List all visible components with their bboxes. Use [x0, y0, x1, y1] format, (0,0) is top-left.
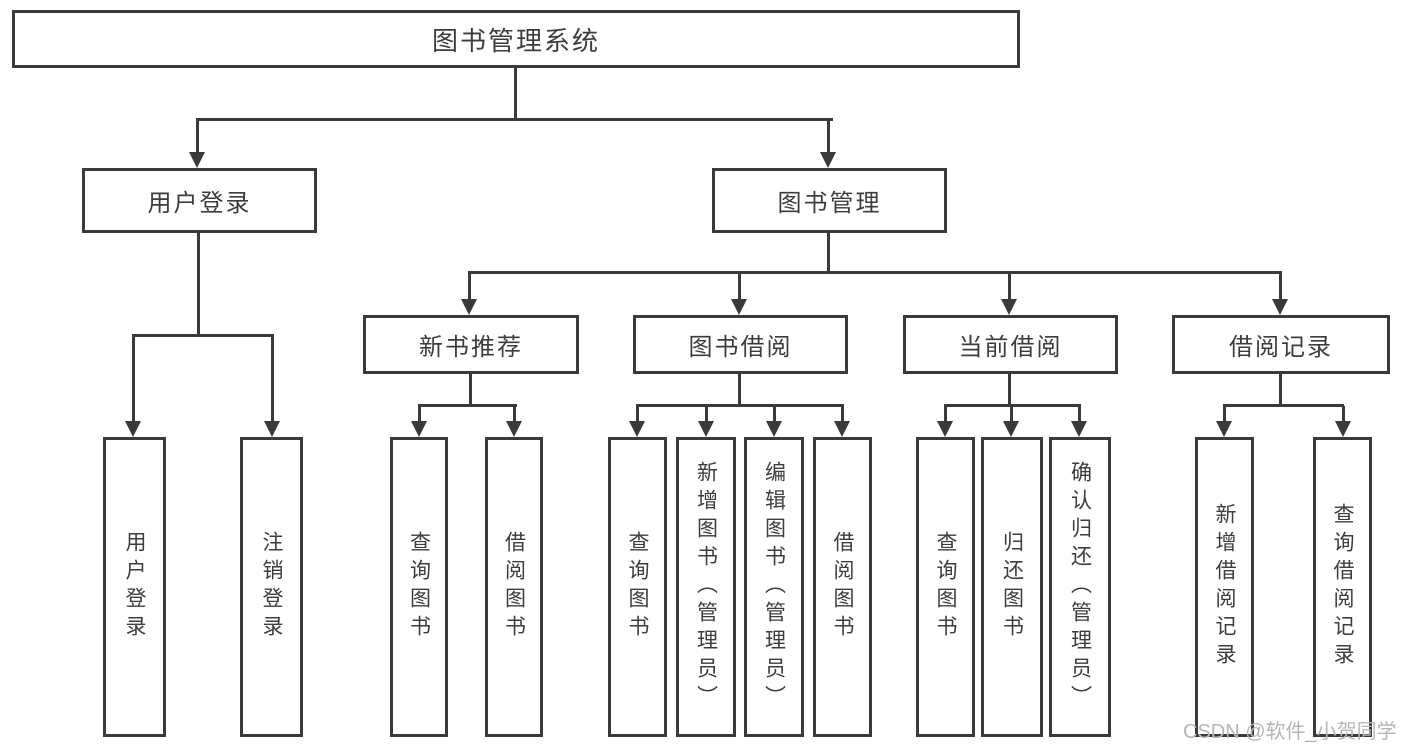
- connector-book-management-down: [827, 233, 830, 274]
- node-leaf-add-borrow-record: 新增借阅记录: [1195, 437, 1254, 737]
- arrowhead-user-login: [189, 152, 205, 168]
- node-label: 借阅记录: [1229, 334, 1333, 361]
- connector-nb-leaf1-stem: [418, 406, 421, 423]
- node-leaf-edit-books-admin: 编辑图书（管理员）: [744, 437, 804, 737]
- arrowhead-nb-leaf1: [411, 421, 427, 437]
- arrowhead-book-management: [820, 152, 836, 168]
- connector-borrow-record-stem: [1279, 273, 1282, 301]
- arrowhead-new-book: [461, 299, 477, 315]
- node-leaf-logout: 注销登录: [240, 437, 303, 737]
- connector-book-management-hbar: [468, 271, 1282, 274]
- node-label: 用户登录: [123, 531, 146, 643]
- node-label: 注销登录: [260, 531, 283, 643]
- arrowhead-book-borrow: [731, 299, 747, 315]
- connector-nb-leaf2-stem: [513, 406, 516, 423]
- node-library-management-system: 图书管理系统: [12, 10, 1020, 68]
- node-book-borrow: 图书借阅: [633, 315, 848, 374]
- node-label: 图书管理系统: [431, 25, 600, 56]
- connector-cb-leaf1-stem: [944, 406, 947, 423]
- node-new-book-recommend: 新书推荐: [363, 315, 579, 374]
- node-label: 新增图书（管理员）: [694, 461, 718, 713]
- node-leaf-query-borrow-record: 查询借阅记录: [1313, 437, 1372, 737]
- node-label: 借阅图书: [831, 531, 854, 643]
- node-label: 编辑图书（管理员）: [762, 461, 786, 713]
- node-label: 图书管理: [777, 190, 882, 217]
- connector-book-management-stem: [827, 120, 830, 154]
- connector-bb-leaf3-stem: [773, 406, 776, 423]
- node-label: 图书借阅: [688, 334, 793, 361]
- connector-login-leaf1-stem: [132, 336, 135, 422]
- arrowhead-borrow-record: [1272, 299, 1288, 315]
- node-borrow-record: 借阅记录: [1172, 315, 1390, 374]
- node-book-management: 图书管理: [712, 168, 947, 233]
- node-leaf-borrow-books: 借阅图书: [813, 437, 872, 737]
- node-label: 确认归还（管理员）: [1068, 461, 1092, 713]
- node-leaf-return-books: 归还图书: [981, 437, 1043, 737]
- arrowhead-current-borrow: [1001, 299, 1017, 315]
- connector-root-hbar: [196, 118, 833, 121]
- connector-user-login-stem: [196, 120, 199, 154]
- connector-current-borrow-stem: [1008, 273, 1011, 301]
- node-leaf-confirm-return-admin: 确认归还（管理员）: [1049, 437, 1111, 737]
- node-leaf-user-login: 用户登录: [103, 437, 166, 737]
- connector-bb-leaf2-stem: [705, 406, 708, 423]
- connector-current-borrow-hbar: [944, 404, 1081, 407]
- connector-root-stem: [514, 68, 517, 120]
- node-label: 新增借阅记录: [1213, 503, 1236, 671]
- arrowhead-cb-leaf2: [1003, 421, 1019, 437]
- node-leaf-query-books-borrow: 查询图书: [608, 437, 667, 737]
- arrowhead-cb-leaf3: [1071, 421, 1087, 437]
- node-leaf-borrow-books-recommend: 借阅图书: [485, 437, 543, 737]
- node-leaf-add-books-admin: 新增图书（管理员）: [676, 437, 736, 737]
- connector-borrow-record-hbar: [1223, 404, 1344, 407]
- arrowhead-bb-leaf4: [834, 421, 850, 437]
- connector-book-borrow-hbar: [636, 404, 844, 407]
- connector-user-login-down: [197, 233, 200, 337]
- arrowhead-bb-leaf3: [766, 421, 782, 437]
- node-label: 查询图书: [407, 531, 431, 643]
- arrowhead-bb-leaf2: [698, 421, 714, 437]
- csdn-watermark: CSDN @软件_小贺同学: [1183, 721, 1397, 743]
- arrowhead-br-leaf2: [1335, 421, 1351, 437]
- connector-br-leaf2-stem: [1342, 406, 1345, 423]
- connector-book-borrow-stem: [738, 273, 741, 301]
- arrowhead-bb-leaf1: [629, 421, 645, 437]
- arrowhead-nb-leaf2: [506, 421, 522, 437]
- connector-borrow-record-down: [1279, 374, 1282, 407]
- connector-book-borrow-down: [738, 374, 741, 407]
- connector-cb-leaf3-stem: [1078, 406, 1081, 423]
- connector-cb-leaf2-stem: [1010, 406, 1013, 423]
- node-leaf-query-books-recommend: 查询图书: [390, 437, 448, 737]
- connector-new-book-hbar: [418, 404, 517, 407]
- connector-new-book-down: [469, 374, 472, 407]
- connector-bb-leaf4-stem: [841, 406, 844, 423]
- node-current-borrow: 当前借阅: [903, 315, 1118, 374]
- connector-user-login-hbar: [132, 334, 274, 337]
- connector-bb-leaf1-stem: [636, 406, 639, 423]
- node-label: 新书推荐: [419, 334, 523, 361]
- node-label: 查询借阅记录: [1331, 503, 1354, 671]
- connector-br-leaf1-stem: [1223, 406, 1226, 423]
- node-label: 查询图书: [626, 531, 649, 643]
- arrowhead-login-leaf2: [264, 421, 280, 437]
- node-label: 当前借阅: [958, 334, 1063, 361]
- node-user-login: 用户登录: [82, 168, 317, 233]
- node-label: 归还图书: [1000, 531, 1024, 643]
- node-label: 查询图书: [934, 531, 957, 643]
- connector-login-leaf2-stem: [271, 336, 274, 422]
- arrowhead-login-leaf1: [125, 421, 141, 437]
- connector-new-book-stem: [468, 273, 471, 301]
- node-label: 借阅图书: [502, 531, 526, 643]
- arrowhead-br-leaf1: [1216, 421, 1232, 437]
- node-leaf-query-books-current: 查询图书: [916, 437, 975, 737]
- connector-current-borrow-down: [1008, 374, 1011, 407]
- node-label: 用户登录: [147, 190, 252, 217]
- arrowhead-cb-leaf1: [937, 421, 953, 437]
